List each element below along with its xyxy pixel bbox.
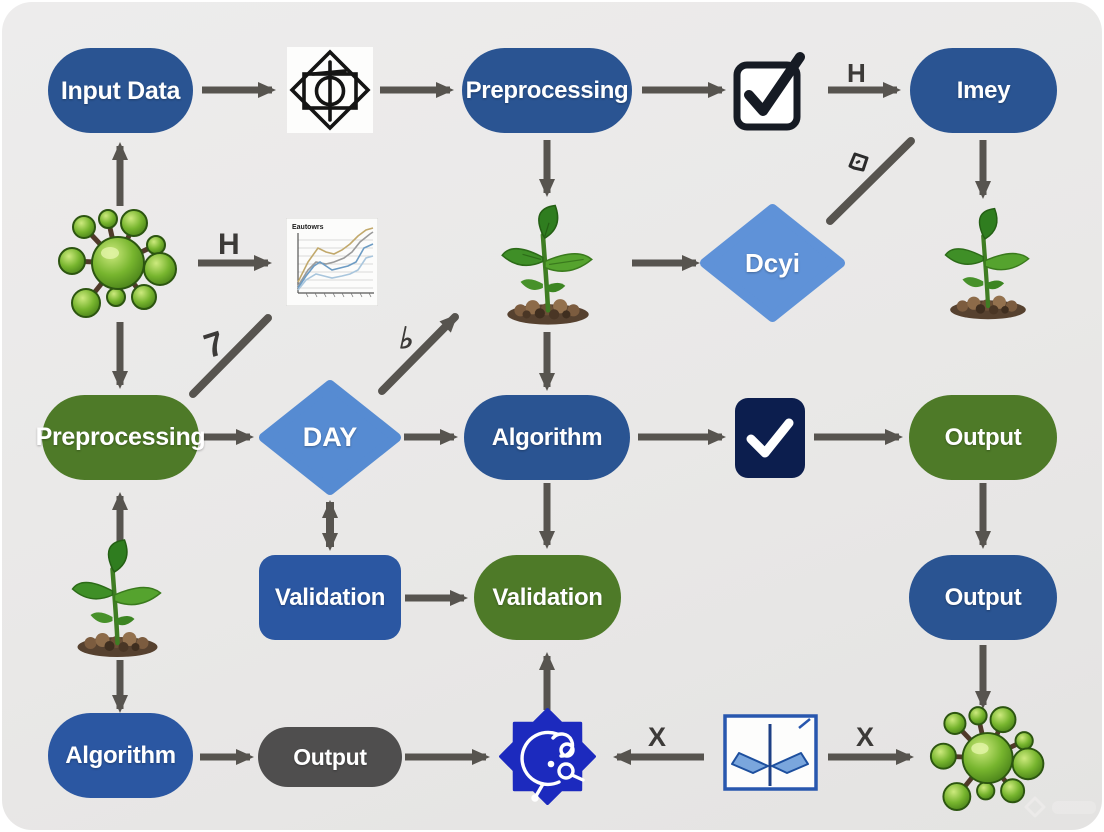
watermark — [1022, 795, 1100, 826]
node-label: Algorithm — [65, 741, 176, 769]
molecule-icon — [55, 205, 187, 330]
edge-label-h-top: H — [847, 58, 866, 88]
node-label: Input Data — [60, 76, 181, 105]
geometric-emblem-icon — [287, 47, 373, 138]
node-label: DAY — [302, 422, 358, 452]
node-label: Algorithm — [491, 423, 603, 451]
node-label: Imey — [956, 76, 1011, 104]
checkbox-checked-icon — [732, 49, 806, 138]
checkmark-square-icon — [734, 397, 806, 484]
node-label: Validation — [274, 583, 386, 611]
small-cursor-glyph — [846, 150, 872, 185]
node-label: Output — [944, 423, 1022, 451]
node-validation-blue: Validation — [259, 555, 401, 640]
node-label: Preprocessing — [465, 76, 629, 104]
node-imey: Imey — [910, 48, 1057, 133]
seedling-icon — [936, 202, 1040, 329]
node-preprocessing-left: Preprocessing — [36, 395, 206, 480]
edge-label-x-right: X — [856, 722, 875, 752]
node-label: Dcyi — [745, 247, 800, 278]
node-validation-green: Validation — [474, 555, 621, 640]
line-chart-icon: Eautowrs — [285, 217, 379, 311]
node-output-gray: Output — [258, 727, 402, 787]
node-label: Output — [293, 743, 367, 770]
node-preprocessing-top: Preprocessing — [462, 48, 632, 133]
seedling-icon — [60, 535, 175, 665]
star-badge-microscope-icon — [499, 708, 596, 810]
node-algorithm-mid: Algorithm — [464, 395, 630, 480]
node-label: Preprocessing — [35, 423, 206, 451]
node-label: Output — [944, 583, 1022, 611]
node-label: Validation — [492, 583, 603, 611]
node-output-blue: Output — [909, 555, 1057, 640]
edge-label-x-left: X — [648, 722, 667, 752]
node-dcyi: Dcyi — [700, 204, 845, 322]
node-output-green: Output — [909, 395, 1057, 480]
node-algorithm-bottom: Algorithm — [48, 713, 193, 798]
node-day: DAY — [259, 380, 401, 495]
seedling-icon — [492, 200, 604, 333]
edge-label-h-mid: H — [218, 228, 240, 261]
chart-title: Eautowrs — [292, 224, 324, 231]
sprout-box-icon — [723, 714, 818, 796]
node-input-data: Input Data — [48, 48, 193, 133]
molecule-icon — [928, 700, 1053, 825]
